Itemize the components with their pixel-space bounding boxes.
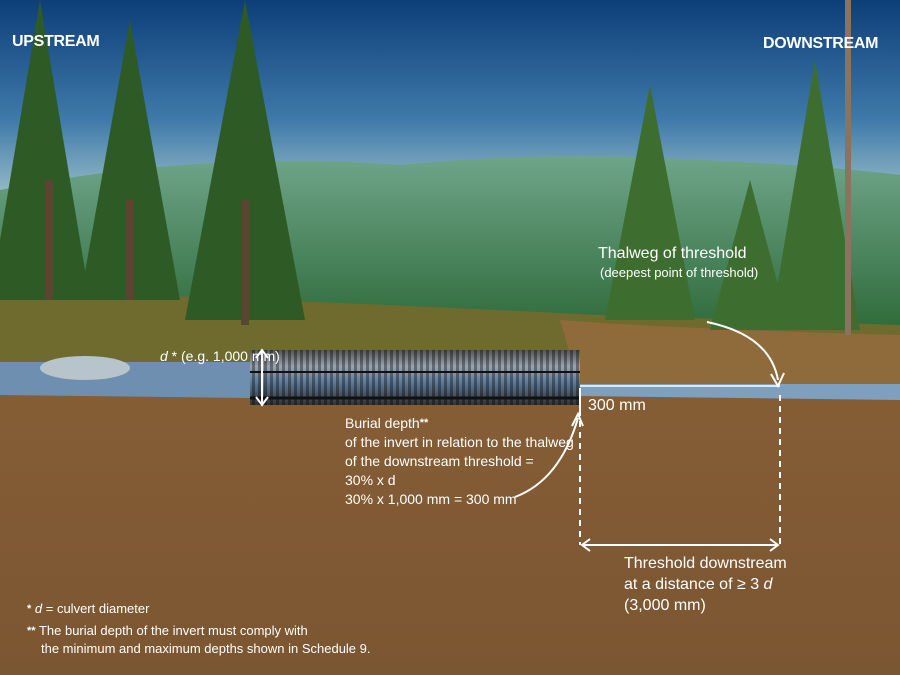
- note2-line1: The burial depth of the invert must comp…: [38, 623, 308, 638]
- d-symbol: d: [34, 601, 43, 616]
- thalweg-subtitle: (deepest point of threshold): [600, 265, 759, 280]
- diameter-label: d * (e.g. 1,000 mm): [160, 347, 280, 366]
- note1-mark: *: [27, 603, 32, 615]
- d-symbol: d: [160, 348, 168, 364]
- threshold-line3: (3,000 mm): [624, 597, 706, 614]
- thalweg-arrow: [706, 321, 779, 381]
- note1-text: = culvert diameter: [42, 601, 150, 616]
- note2-line2: the minimum and maximum depths shown in …: [41, 641, 371, 656]
- threshold-line1: Threshold downstream: [624, 555, 787, 572]
- diameter-example: * (e.g. 1,000 mm): [167, 348, 280, 364]
- note2-mark: **: [27, 625, 36, 637]
- annotation-lines: [255, 321, 785, 552]
- upstream-label: UPSTREAM: [12, 33, 100, 50]
- burial-line: 30% x d: [345, 472, 396, 488]
- burial-line: 30% x 1,000 mm = 300 mm: [345, 491, 517, 507]
- downstream-label: DOWNSTREAM: [763, 35, 879, 52]
- burial-line: of the downstream threshold =: [345, 453, 534, 469]
- footnotes: * d = culvert diameter ** The burial dep…: [27, 600, 371, 658]
- culvert-pipe: [250, 350, 580, 405]
- burial-title-mark: **: [419, 417, 429, 429]
- burial-title: Burial depth: [345, 415, 420, 431]
- threshold-line2: at a distance of ≥ 3: [624, 576, 764, 593]
- trees: [0, 0, 860, 335]
- threshold-label: Threshold downstream at a distance of ≥ …: [624, 553, 787, 616]
- thalweg-title: Thalweg of threshold: [598, 245, 747, 262]
- burial-arrow: [514, 417, 579, 498]
- burial-depth-label: Burial depth** of the invert in relation…: [345, 414, 574, 509]
- depth-value: 300 mm: [588, 397, 646, 414]
- stream-downstream: [580, 384, 900, 400]
- d-symbol: d: [763, 576, 773, 593]
- burial-line: of the invert in relation to the thalweg: [345, 434, 574, 450]
